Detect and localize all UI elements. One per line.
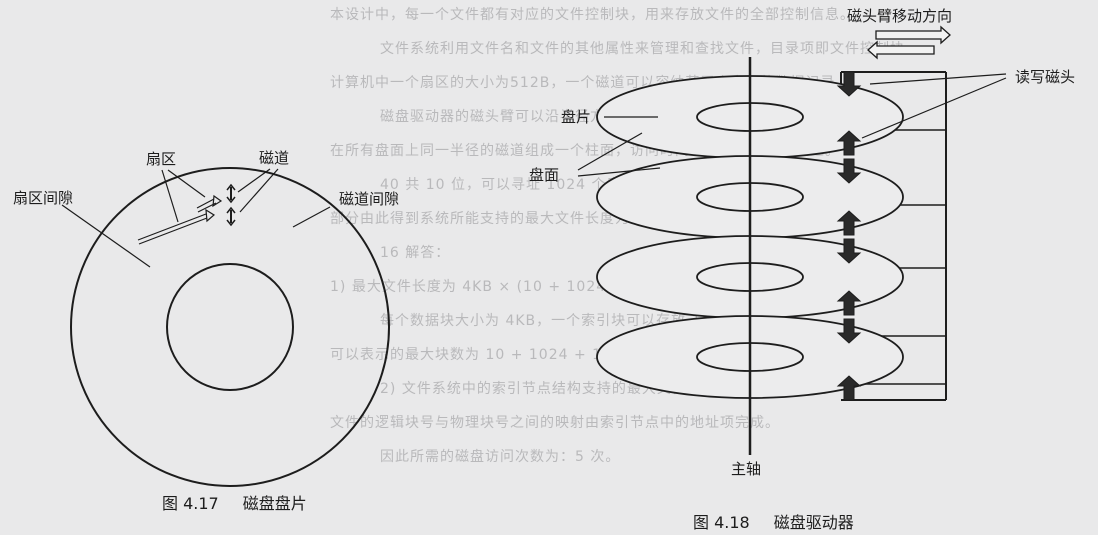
rw-head-lower-1 xyxy=(836,158,862,184)
track-gap-leader xyxy=(292,206,331,228)
bleed-through-line: 因此所需的磁盘访问次数为：5 次。 xyxy=(380,449,621,465)
rw-head-lower-2 xyxy=(836,238,862,264)
sector-leader-2 xyxy=(167,169,206,198)
rw-head-stack xyxy=(836,71,862,401)
rw-head-leader-1 xyxy=(869,73,1007,85)
caption-title: 磁盘盘片 xyxy=(242,494,307,513)
sector-bar-upper xyxy=(196,194,223,213)
drive-diagram xyxy=(577,25,1007,455)
label-arm-direction: 磁头臂移动方向 xyxy=(847,7,953,25)
bleed-through-line: 文件的逻辑块号与物理块号之间的映射由索引节点中的地址项完成。 xyxy=(330,415,780,431)
bleed-through-line: 16 解答： xyxy=(380,245,451,261)
bleed-through-line: 本设计中，每一个文件都有对应的文件控制块，用来存放文件的全部控制信息。 xyxy=(330,7,855,23)
platter-diagram xyxy=(61,167,390,487)
label-track-gap: 磁道间隙 xyxy=(339,190,400,208)
arm-direction-arrow xyxy=(867,25,951,60)
sector-bar-lower xyxy=(137,208,216,245)
sector-gap-leader xyxy=(61,204,151,268)
label-sector: 扇区 xyxy=(146,150,177,168)
rw-head-upper-1 xyxy=(836,130,862,156)
platter-hub xyxy=(166,263,294,391)
track-leader-1 xyxy=(237,168,271,193)
rw-head-upper-2 xyxy=(836,210,862,236)
sector-leader-1 xyxy=(161,169,179,223)
label-sector-gap: 扇区间隙 xyxy=(13,189,74,207)
caption-fig-4-18: 图 4.18 磁盘驱动器 xyxy=(693,509,854,533)
rw-head-lower-3 xyxy=(836,318,862,344)
track-marker-inner xyxy=(226,206,236,227)
rw-head-leader-2 xyxy=(861,77,1007,139)
caption-number: 图 4.17 xyxy=(162,494,219,513)
label-track: 磁道 xyxy=(259,149,290,167)
caption-number: 图 4.18 xyxy=(693,513,750,532)
track-leader-2 xyxy=(239,168,279,213)
label-surface: 盘面 xyxy=(529,166,560,184)
rw-head-bottom xyxy=(836,375,862,401)
caption-title: 磁盘驱动器 xyxy=(773,513,854,532)
caption-fig-4-17: 图 4.17 磁盘盘片 xyxy=(162,490,307,514)
label-rw-head: 读写磁头 xyxy=(1015,68,1076,86)
label-platter: 盘片 xyxy=(561,108,592,126)
bleed-through-line: 文件系统利用文件名和文件的其他属性来管理和查找文件，目录项即文件控制块。 xyxy=(380,41,920,57)
rw-head-top xyxy=(836,71,862,97)
surface-leader-1 xyxy=(577,132,643,171)
rw-head-upper-3 xyxy=(836,290,862,316)
platter-outer-edge xyxy=(70,167,390,487)
track-marker-outer xyxy=(226,183,236,204)
label-spindle: 主轴 xyxy=(731,460,762,478)
surface-leader-2 xyxy=(577,167,661,177)
